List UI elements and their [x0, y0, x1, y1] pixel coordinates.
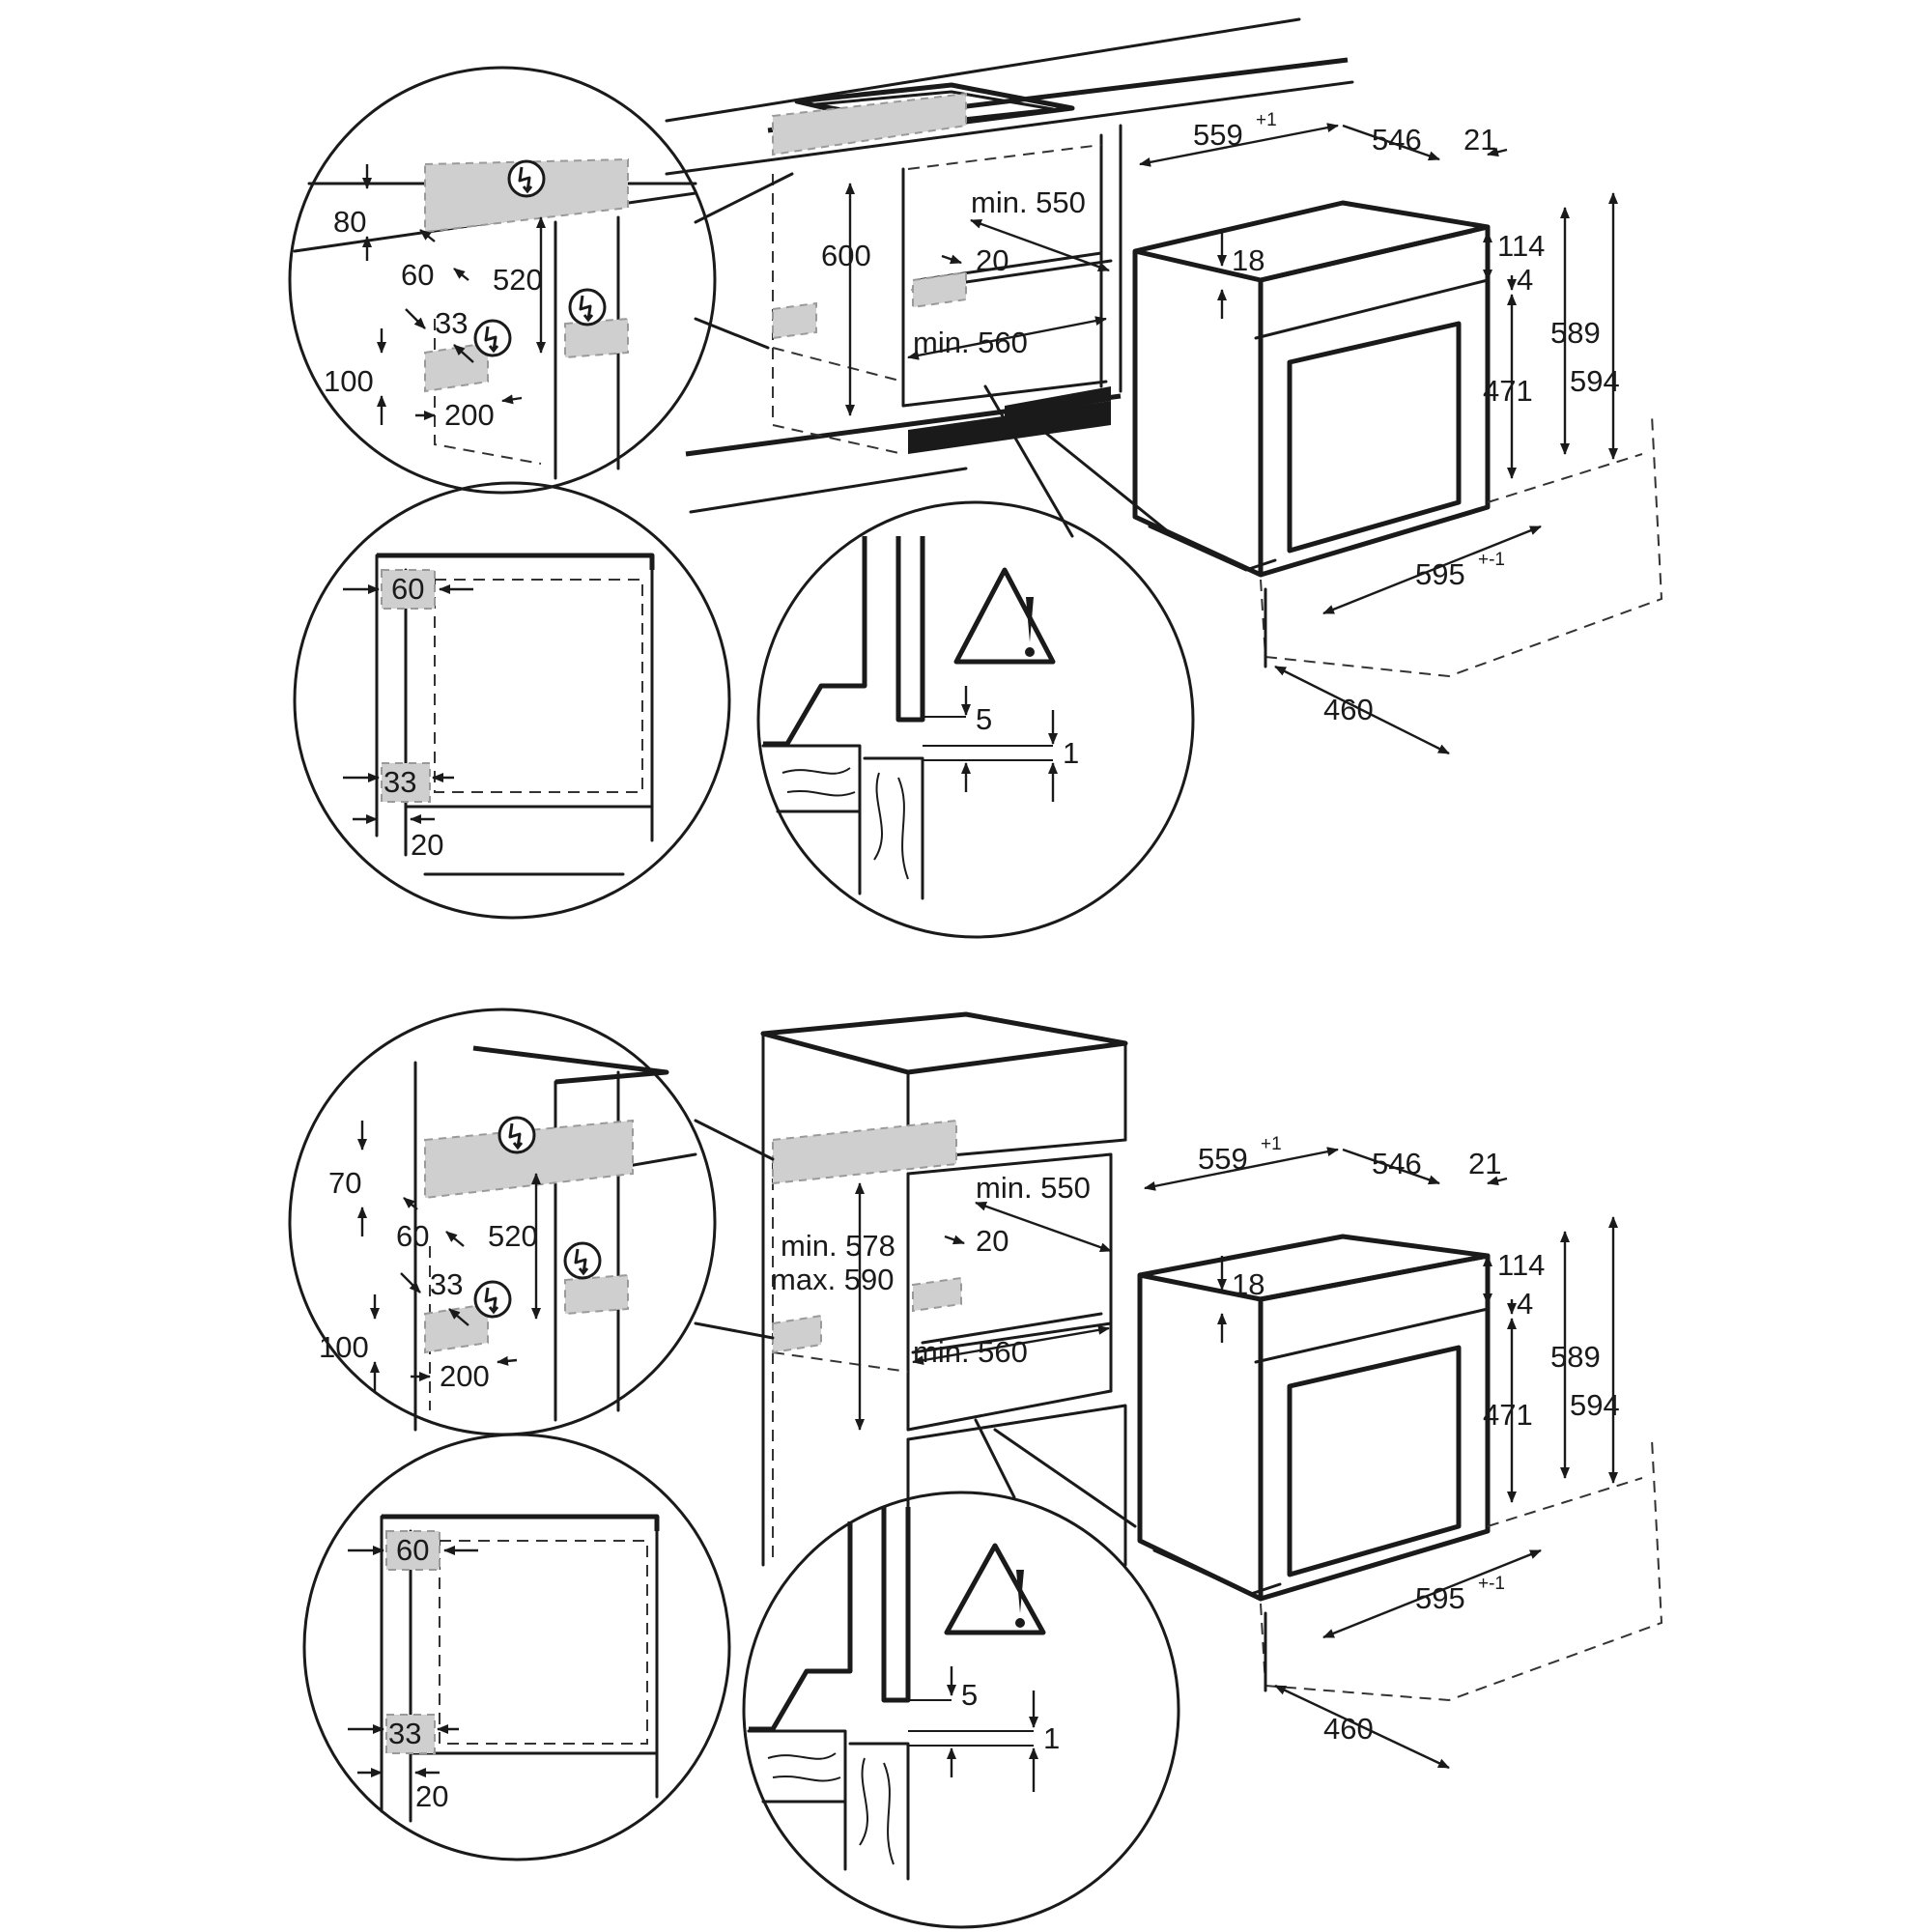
- dim-60: 60: [396, 1533, 429, 1567]
- dim-min-578: min. 578: [781, 1229, 895, 1263]
- svg-text:+-1: +-1: [1478, 1574, 1505, 1594]
- dim-33: 33: [435, 306, 468, 340]
- dim-20: 20: [415, 1779, 448, 1813]
- dim-594: 594: [1570, 364, 1620, 398]
- dim-5: 5: [976, 702, 992, 736]
- dim-33: 33: [430, 1267, 463, 1301]
- hob-niche-detail: 80 60 520 33 100 200: [288, 66, 794, 495]
- worktop: [665, 17, 1354, 514]
- dim-595: 595: [1415, 557, 1465, 591]
- electric-symbol-icon: [507, 159, 546, 198]
- dim-80: 80: [333, 205, 366, 239]
- dim-min-550: min. 550: [976, 1171, 1091, 1205]
- electric-symbol-icon: [568, 288, 607, 327]
- dim-559: 559: [1198, 1142, 1248, 1176]
- dim-20: 20: [976, 243, 1009, 277]
- svg-text:+-1: +-1: [1478, 550, 1505, 570]
- dim-589: 589: [1550, 316, 1601, 350]
- dim-559: 559: [1193, 118, 1243, 152]
- hob-niche-detail: 70 60 520 33 100 200: [288, 1008, 775, 1436]
- dim-200: 200: [440, 1359, 490, 1393]
- dim-1: 1: [1043, 1721, 1060, 1755]
- dim-100: 100: [319, 1330, 369, 1364]
- dim-546: 546: [1372, 123, 1422, 156]
- dim-60: 60: [396, 1219, 429, 1253]
- svg-text:+1: +1: [1256, 110, 1277, 130]
- dim-18: 18: [1232, 1267, 1264, 1301]
- dim-33: 33: [384, 765, 416, 799]
- dim-4: 4: [1517, 1287, 1533, 1321]
- dim-70: 70: [328, 1166, 361, 1200]
- dim-5: 5: [961, 1678, 978, 1712]
- oven-gap-detail: 5 1: [742, 1418, 1180, 1929]
- dim-4: 4: [1517, 263, 1533, 297]
- electric-symbol-icon: [473, 1280, 512, 1319]
- dim-60: 60: [391, 572, 424, 606]
- dim-200: 200: [444, 398, 495, 432]
- dim-546: 546: [1372, 1147, 1422, 1180]
- electric-symbol-icon: [563, 1241, 602, 1280]
- oven-dimensions: 559 +1 546 21 18 114 4 471 589 594 595 +…: [1139, 110, 1620, 755]
- dim-100: 100: [324, 364, 374, 398]
- dim-589: 589: [1550, 1340, 1601, 1374]
- dim-min-560: min. 560: [913, 326, 1028, 359]
- dim-max-590: max. 590: [771, 1263, 895, 1296]
- dim-20: 20: [976, 1224, 1009, 1258]
- cabinet-dimensions: 600 min. 550 20 min. 560: [821, 183, 1110, 416]
- dim-595: 595: [1415, 1581, 1465, 1615]
- dim-min-560: min. 560: [913, 1335, 1028, 1369]
- dim-60: 60: [401, 258, 434, 292]
- dim-21: 21: [1463, 123, 1496, 156]
- dim-460: 460: [1323, 1712, 1374, 1746]
- dim-520: 520: [488, 1219, 538, 1253]
- svg-text:+1: +1: [1261, 1134, 1282, 1154]
- dim-33: 33: [388, 1717, 421, 1750]
- ventilation-detail: 60 33 20: [302, 1433, 731, 1861]
- dim-520: 520: [493, 263, 543, 297]
- oven-dimensions: 559 +1 546 21 18 114 4 471 589 594 595 +…: [1144, 1134, 1620, 1770]
- diagram-under-counter: 600 min. 550 20 min. 560 80: [288, 17, 1663, 939]
- diagram-tall-unit: min. 578 max. 590 min. 550 20 min. 560: [288, 1008, 1663, 1929]
- oven: [1137, 1234, 1663, 1702]
- dim-114: 114: [1497, 1248, 1545, 1282]
- oven-gap-detail: 5 1: [756, 384, 1195, 939]
- dim-1: 1: [1063, 736, 1079, 770]
- dim-460: 460: [1323, 693, 1374, 726]
- dim-471: 471: [1483, 374, 1533, 408]
- oven: [1132, 200, 1663, 678]
- tall-cabinet: [760, 1011, 1128, 1567]
- electric-symbol-icon: [497, 1116, 536, 1154]
- dim-114: 114: [1497, 229, 1545, 263]
- dim-20: 20: [411, 828, 443, 862]
- dim-18: 18: [1232, 243, 1264, 277]
- ventilation-detail: 60 33 20: [293, 481, 731, 920]
- dim-21: 21: [1468, 1147, 1501, 1180]
- electric-symbol-icon: [473, 319, 512, 357]
- dim-471: 471: [1483, 1398, 1533, 1432]
- dim-min-550: min. 550: [971, 185, 1086, 219]
- cabinet-dimensions: min. 578 max. 590 min. 550 20 min. 560: [771, 1171, 1112, 1431]
- dim-600: 600: [821, 239, 871, 272]
- dim-594: 594: [1570, 1388, 1620, 1422]
